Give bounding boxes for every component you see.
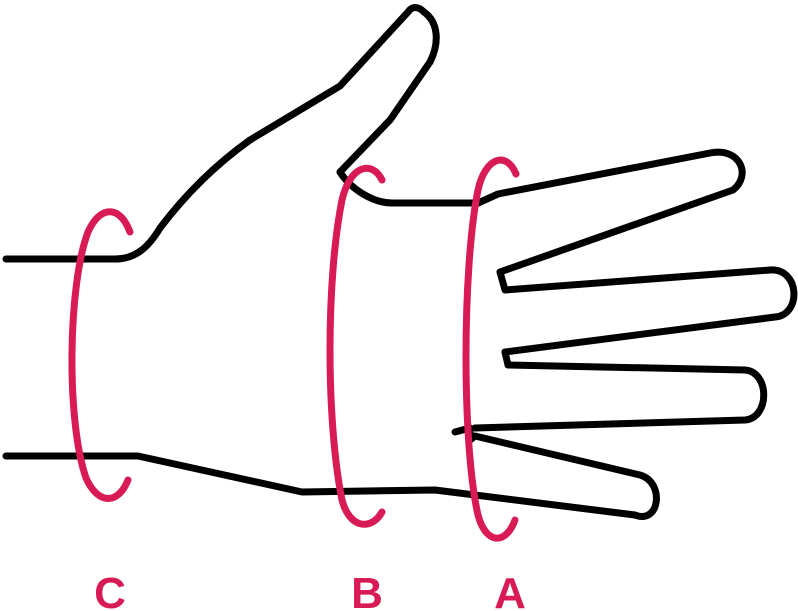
ring-a	[462, 156, 520, 542]
measurement-rings	[68, 156, 520, 542]
ring-a-back	[462, 156, 520, 542]
ring-b	[326, 165, 386, 528]
ring-finger	[471, 348, 768, 432]
label-b: B	[351, 569, 383, 611]
label-c: C	[94, 569, 126, 611]
ring-c-back	[68, 208, 134, 502]
ring-c	[68, 208, 134, 502]
label-a: A	[494, 569, 526, 611]
little-finger	[2, 424, 660, 520]
measurement-labels: C B A	[94, 569, 526, 611]
hand-outline	[2, 4, 798, 520]
ring-b-back	[326, 165, 386, 528]
middle-finger	[496, 266, 798, 356]
thumb-web-edge	[336, 168, 482, 207]
index-finger	[474, 148, 746, 276]
wrist-top-edge	[2, 4, 440, 263]
